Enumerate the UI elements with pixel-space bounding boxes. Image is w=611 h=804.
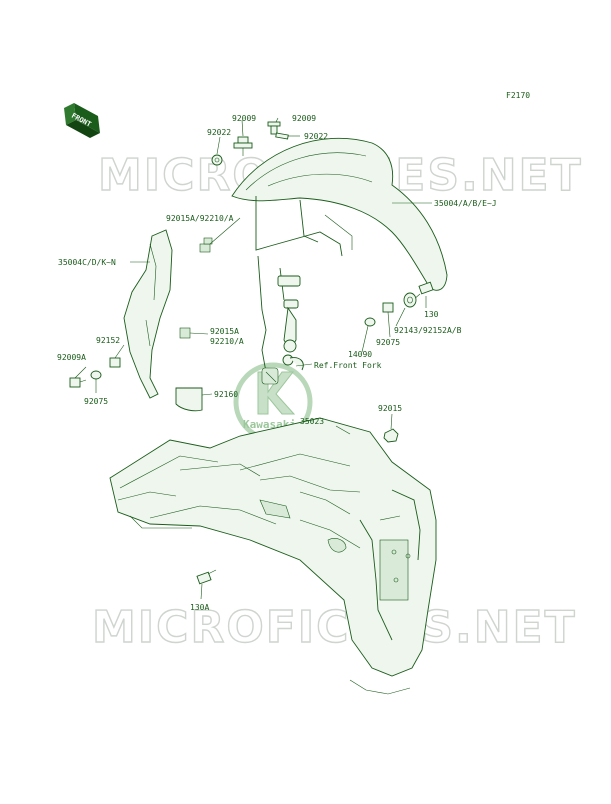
- bolt-92009A: [69, 377, 87, 388]
- bolt-92009-left: [233, 136, 253, 156]
- bolt-130A: [196, 569, 217, 585]
- bolt-92009-right: [267, 121, 281, 135]
- label-92143: 92143/92152A/B: [394, 326, 462, 335]
- grommet-92143: [403, 292, 417, 308]
- washer-92022-right: [275, 132, 289, 140]
- label-92152: 92152: [96, 336, 120, 345]
- clip-middle: [179, 327, 191, 339]
- label-92015: 92015: [378, 404, 402, 413]
- label-92015A-mid: 92015A: [210, 327, 239, 336]
- label-130: 130: [424, 310, 439, 319]
- label-92210A-mid: 92210/A: [210, 337, 244, 346]
- label-92075-right: 92075: [376, 338, 400, 347]
- label-92160: 92160: [214, 390, 238, 399]
- label-92022-left: 92022: [207, 128, 231, 137]
- nut-92015: [383, 428, 399, 443]
- label-92015A-92210A-top: 92015A/92210/A: [166, 214, 234, 223]
- clip-upper: [199, 237, 213, 253]
- diagram-code: F2170: [506, 91, 530, 100]
- collar-92152: [109, 357, 121, 368]
- label-35004-front-fender: 35004/A/B/E~J: [434, 199, 497, 208]
- washer-92075-left: [90, 370, 102, 380]
- collar-92075-right: [382, 302, 394, 313]
- watermark-bottom: MICROFICHES.NET: [92, 602, 577, 653]
- label-92009A: 92009A: [57, 353, 86, 362]
- bolt-130: [412, 281, 434, 301]
- front-arrow-badge: FRONT: [64, 103, 100, 138]
- label-92009-left: 92009: [232, 114, 256, 123]
- label-14090: 14090: [348, 350, 372, 359]
- label-92022-right: 92022: [304, 132, 328, 141]
- label-130A: 130A: [190, 603, 209, 612]
- label-92009-right: 92009: [292, 114, 316, 123]
- reflector-92160: [175, 387, 203, 412]
- label-35023: 35023: [300, 417, 324, 426]
- part-labels: 92009 92022 92009 92022 35004/A/B/E~J 92…: [57, 114, 497, 612]
- rear-fender: [109, 417, 437, 695]
- fender-bracket: [257, 255, 304, 385]
- label-ref-front-fork: Ref.Front Fork: [314, 361, 382, 370]
- label-92075-left: 92075: [84, 397, 108, 406]
- front-fender: [231, 137, 448, 291]
- label-35004C-inner-fender: 35004C/D/K~N: [58, 258, 116, 267]
- washer-right-low: [364, 317, 376, 327]
- leader-lines: [74, 117, 432, 600]
- washer-92022-left: [211, 154, 223, 166]
- inner-fender: [123, 229, 173, 399]
